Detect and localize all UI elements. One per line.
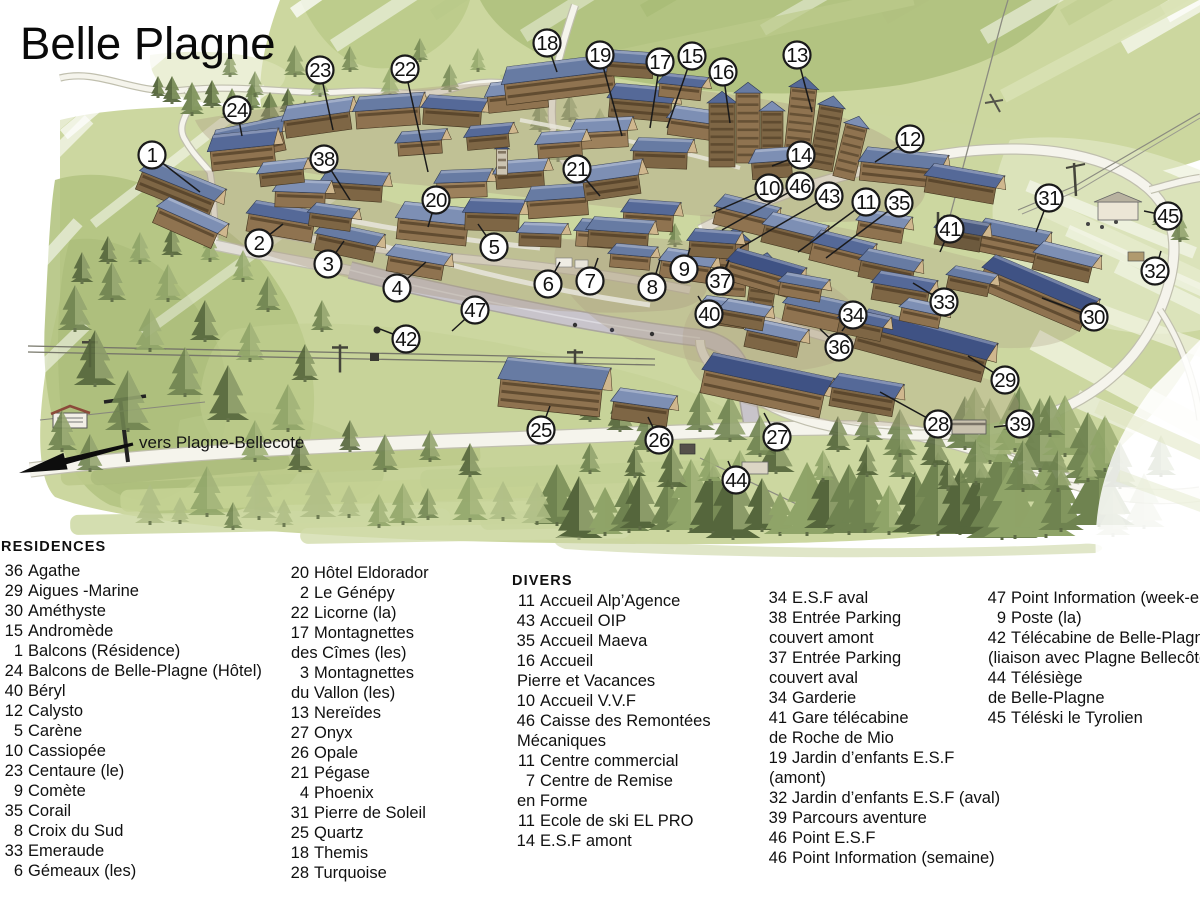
svg-text:47: 47 <box>464 299 486 322</box>
svg-text:42: 42 <box>395 328 417 351</box>
svg-text:3: 3 <box>323 253 334 276</box>
svg-text:44: 44 <box>725 469 747 492</box>
svg-text:2: 2 <box>254 232 265 255</box>
svg-text:5: 5 <box>489 236 500 259</box>
svg-text:46: 46 <box>789 175 811 198</box>
svg-text:6: 6 <box>543 273 554 296</box>
svg-text:37: 37 <box>709 270 731 293</box>
svg-text:38: 38 <box>313 148 335 171</box>
svg-text:20: 20 <box>425 189 447 212</box>
svg-text:33: 33 <box>933 291 955 314</box>
svg-text:11: 11 <box>856 191 876 214</box>
svg-text:34: 34 <box>842 304 864 327</box>
svg-text:41: 41 <box>939 218 961 241</box>
svg-text:27: 27 <box>766 426 788 449</box>
svg-text:15: 15 <box>681 45 703 68</box>
svg-text:25: 25 <box>530 419 552 442</box>
svg-text:4: 4 <box>392 277 403 300</box>
svg-text:39: 39 <box>1009 413 1031 436</box>
svg-text:28: 28 <box>927 413 949 436</box>
svg-text:21: 21 <box>566 158 588 181</box>
svg-text:10: 10 <box>758 177 780 200</box>
svg-text:7: 7 <box>585 270 596 293</box>
svg-text:12: 12 <box>899 128 921 151</box>
svg-text:17: 17 <box>649 51 671 74</box>
svg-text:23: 23 <box>309 59 331 82</box>
svg-text:35: 35 <box>888 192 910 215</box>
svg-text:22: 22 <box>394 58 416 81</box>
svg-text:36: 36 <box>828 336 850 359</box>
svg-text:8: 8 <box>647 276 658 299</box>
svg-text:29: 29 <box>994 369 1016 392</box>
svg-text:40: 40 <box>698 303 720 326</box>
svg-text:32: 32 <box>1144 260 1166 283</box>
svg-text:26: 26 <box>648 429 670 452</box>
svg-text:9: 9 <box>679 258 690 281</box>
svg-text:30: 30 <box>1083 306 1105 329</box>
svg-text:31: 31 <box>1038 187 1060 210</box>
svg-text:16: 16 <box>712 61 734 84</box>
svg-text:43: 43 <box>818 185 840 208</box>
svg-text:19: 19 <box>589 44 611 67</box>
svg-text:45: 45 <box>1157 205 1179 228</box>
svg-text:1: 1 <box>147 144 158 167</box>
svg-text:14: 14 <box>790 144 812 167</box>
svg-text:13: 13 <box>786 44 808 67</box>
svg-text:24: 24 <box>226 99 248 122</box>
svg-text:18: 18 <box>536 32 558 55</box>
